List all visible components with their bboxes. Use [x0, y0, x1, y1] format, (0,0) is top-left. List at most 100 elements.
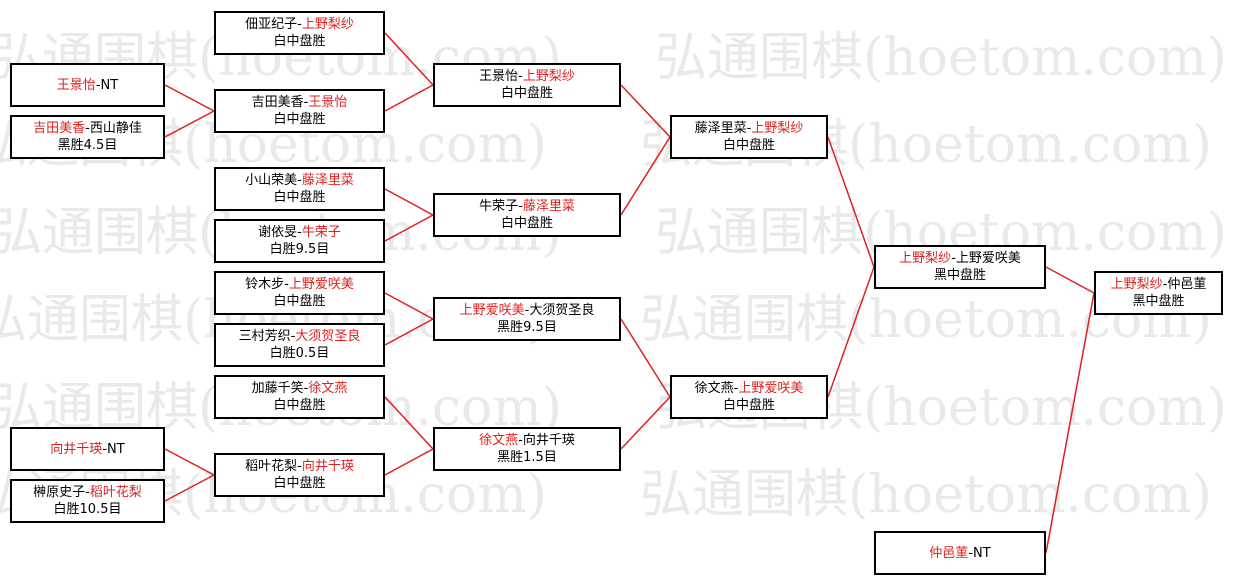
- connector-line: [620, 396, 671, 450]
- match-r2-0: 佃亚纪子-上野梨纱白中盘胜: [214, 11, 385, 55]
- match-r5-1: 仲邑菫-NT: [874, 531, 1046, 575]
- match-players: 牛荣子-藤泽里菜: [435, 198, 619, 215]
- match-players: 藤泽里菜-上野梨纱: [672, 120, 826, 137]
- connector-line: [164, 84, 215, 112]
- player-black: 牛荣子: [479, 199, 519, 214]
- player-white: 牛荣子: [301, 225, 341, 240]
- connector-line: [384, 448, 434, 476]
- separator: -: [297, 173, 302, 188]
- match-players: 上野梨纱-上野爱咲美: [876, 250, 1044, 267]
- match-result: 白胜9.5目: [269, 242, 330, 257]
- match-r3-1: 牛荣子-藤泽里菜白中盘胜: [433, 193, 621, 237]
- match-result: 白中盘胜: [273, 476, 326, 491]
- match-players: 小山荣美-藤泽里菜: [216, 172, 383, 189]
- separator: -: [524, 303, 530, 318]
- match-result: 黑胜1.5目: [497, 450, 557, 465]
- player-white: NT: [107, 441, 125, 457]
- match-players: 谢依旻-牛荣子: [216, 224, 383, 241]
- connector-line: [384, 318, 434, 346]
- player-black: 铃木步: [245, 277, 285, 292]
- match-players: 上野梨纱-仲邑菫: [1096, 276, 1221, 293]
- connector-line: [384, 188, 434, 216]
- watermark-text: 弘通围棋(hoetom.com): [640, 465, 1212, 525]
- player-white: NT: [973, 545, 991, 561]
- match-result: 黑中盘胜: [933, 268, 986, 283]
- player-black: 藤泽里菜: [694, 121, 747, 136]
- player-black: 吉田美香: [251, 95, 304, 110]
- match-players: 铃木步-上野爱咲美: [216, 276, 383, 293]
- connector-line: [384, 32, 434, 86]
- player-black: 王景怡: [479, 69, 519, 84]
- match-r3-2: 上野爱咲美-大须贺圣良黑胜9.5目: [433, 297, 621, 341]
- connector-line: [620, 84, 671, 138]
- player-black: 上野爱咲美: [459, 303, 525, 318]
- match-result: 白中盘胜: [273, 294, 326, 309]
- separator: -: [733, 381, 739, 396]
- match-r2-2: 小山荣美-藤泽里菜白中盘胜: [214, 167, 385, 211]
- separator: -: [297, 459, 302, 474]
- player-white: 徐文燕: [308, 381, 348, 396]
- match-players: 吉田美香-王景怡: [216, 94, 383, 111]
- connector-line: [384, 292, 434, 320]
- separator: -: [297, 17, 302, 32]
- separator: -: [95, 77, 101, 93]
- match-result: 白中盘胜: [273, 190, 326, 205]
- connector-line: [164, 448, 215, 476]
- match-players: 吉田美香-西山静佳: [12, 120, 163, 137]
- player-white: 仲邑菫: [1167, 277, 1207, 292]
- connector-line: [827, 136, 875, 268]
- match-r2-4: 铃木步-上野爱咲美白中盘胜: [214, 271, 385, 315]
- player-black: 向井千瑛: [50, 441, 103, 457]
- separator: -: [968, 545, 974, 561]
- match-result: 白中盘胜: [273, 398, 326, 413]
- player-black: 小山荣美: [245, 173, 298, 188]
- connector-line: [384, 84, 434, 112]
- player-white: 上野梨纱: [301, 17, 354, 32]
- match-r2-3: 谢依旻-牛荣子白胜9.5目: [214, 219, 385, 263]
- match-result: 黑胜4.5目: [57, 138, 118, 153]
- watermark-text: 弘通围棋(hoetom.com): [655, 28, 1227, 88]
- player-white: 藤泽里菜: [522, 199, 575, 214]
- match-result: 白胜0.5目: [269, 346, 330, 361]
- match-r2-6: 加藤千笑-徐文燕白中盘胜: [214, 375, 385, 419]
- connector-line: [827, 266, 875, 398]
- player-black: 王景怡: [56, 77, 96, 93]
- match-players: 王景怡-NT: [57, 77, 118, 94]
- player-white: 稻叶花梨: [89, 485, 142, 500]
- connector-line: [384, 214, 434, 242]
- separator: -: [518, 433, 523, 448]
- player-white: 上野爱咲美: [738, 381, 804, 396]
- player-white: 上野爱咲美: [955, 251, 1021, 266]
- separator: -: [303, 381, 309, 396]
- match-r2-1: 吉田美香-王景怡白中盘胜: [214, 89, 385, 133]
- player-white: 上野梨纱: [751, 121, 804, 136]
- separator: -: [518, 69, 523, 84]
- match-players: 徐文燕-向井千瑛: [435, 432, 619, 449]
- match-players: 加藤千笑-徐文燕: [216, 380, 383, 397]
- player-black: 三村芳织: [238, 329, 291, 344]
- connector-line: [1045, 266, 1095, 294]
- player-white: 王景怡: [308, 95, 348, 110]
- player-black: 稻叶花梨: [245, 459, 298, 474]
- connector-line: [164, 110, 215, 138]
- match-players: 上野爱咲美-大须贺圣良: [435, 302, 619, 319]
- match-result: 黑胜9.5目: [497, 320, 557, 335]
- match-players: 榊原史子-稻叶花梨: [12, 484, 163, 501]
- player-black: 徐文燕: [694, 381, 734, 396]
- player-black: 吉田美香: [33, 121, 86, 136]
- player-white: 大须贺圣良: [295, 329, 361, 344]
- match-players: 仲邑菫-NT: [929, 545, 990, 562]
- match-result: 白中盘胜: [500, 86, 553, 101]
- match-result: 黑中盘胜: [1132, 294, 1185, 309]
- connector-line: [1045, 292, 1095, 554]
- separator: -: [284, 277, 289, 292]
- match-players: 徐文燕-上野爱咲美: [672, 380, 826, 397]
- match-players: 佃亚纪子-上野梨纱: [216, 16, 383, 33]
- player-black: 榊原史子: [33, 485, 86, 500]
- connector-line: [620, 318, 671, 398]
- match-players: 王景怡-上野梨纱: [435, 68, 619, 85]
- match-result: 白中盘胜: [722, 138, 775, 153]
- match-r3-0: 王景怡-上野梨纱白中盘胜: [433, 63, 621, 107]
- match-r2-5: 三村芳织-大须贺圣良白胜0.5目: [214, 323, 385, 367]
